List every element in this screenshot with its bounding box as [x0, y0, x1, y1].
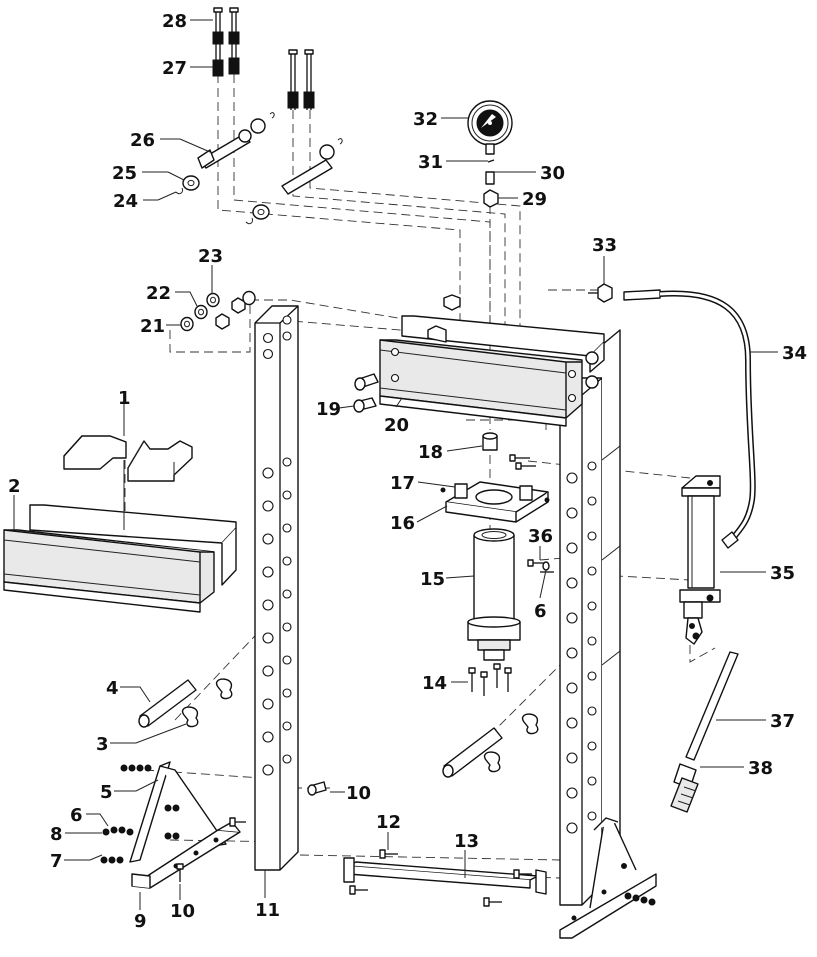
callout-4: 4	[106, 678, 119, 699]
callout-38: 38	[748, 758, 773, 779]
callout-28: 28	[162, 11, 187, 32]
callout-12: 12	[376, 812, 401, 833]
cylinder-bolts	[468, 663, 512, 696]
callout-24: 24	[113, 191, 138, 212]
hydraulic-cylinder	[467, 528, 521, 661]
bed-channels	[3, 504, 237, 613]
leader-lines	[13, 19, 778, 910]
callout-6a: 6	[70, 805, 83, 826]
callout-labels: 28 27 26 25 24 32 31 30 29 33 34 35 37 3…	[8, 11, 807, 932]
callout-10b: 10	[170, 901, 195, 922]
callout-8: 8	[50, 824, 63, 845]
callout-31: 31	[418, 152, 443, 173]
callout-21: 21	[140, 316, 165, 337]
callout-25: 25	[112, 163, 137, 184]
right-upright	[559, 329, 621, 906]
frame-bolts	[353, 373, 379, 413]
bottom-crossbar	[343, 849, 547, 907]
left-foot	[129, 761, 246, 889]
callout-30: 30	[540, 163, 565, 184]
callout-37: 37	[770, 711, 795, 732]
callout-22: 22	[146, 283, 171, 304]
pressing-blocks	[63, 435, 193, 482]
return-springs	[212, 7, 315, 110]
spring-brackets	[175, 112, 343, 225]
callout-19: 19	[316, 399, 341, 420]
callout-23: 23	[198, 246, 223, 267]
washers-and-nuts	[180, 290, 256, 332]
callout-11: 11	[255, 900, 280, 921]
callout-5: 5	[100, 782, 113, 803]
callout-13: 13	[454, 831, 479, 852]
callout-1: 1	[118, 388, 131, 409]
callout-26: 26	[130, 130, 155, 151]
assembly-guide-lines	[124, 60, 716, 879]
left-upright	[254, 305, 299, 871]
callout-29: 29	[522, 189, 547, 210]
callout-14: 14	[422, 673, 447, 694]
bottom-bolts	[307, 781, 327, 796]
callout-16: 16	[390, 513, 415, 534]
callout-3: 3	[96, 734, 109, 755]
callout-35: 35	[770, 563, 795, 584]
callout-20: 20	[384, 415, 409, 436]
callout-17: 17	[390, 473, 415, 494]
support-pins	[138, 678, 539, 778]
callout-36: 36	[528, 526, 553, 547]
pump-handle	[670, 651, 739, 813]
callout-6b: 6	[534, 601, 547, 622]
callout-27: 27	[162, 58, 187, 79]
callout-2: 2	[8, 476, 21, 497]
hydraulic-pump	[679, 475, 721, 645]
callout-9: 9	[134, 911, 147, 932]
callout-34: 34	[782, 343, 807, 364]
foot-hardware	[100, 764, 180, 864]
right-upright-holes	[566, 461, 597, 834]
right-foot	[559, 817, 657, 939]
callout-18: 18	[418, 442, 443, 463]
left-upright-holes	[262, 457, 292, 776]
top-crossbeam	[379, 294, 605, 427]
ram-saddle	[482, 432, 498, 451]
callout-7: 7	[50, 851, 63, 872]
pressure-gauge-assembly	[467, 100, 513, 208]
cylinder-mounting-plate	[440, 481, 550, 523]
callout-33: 33	[592, 235, 617, 256]
callout-10a: 10	[346, 783, 371, 804]
callout-32: 32	[413, 109, 438, 130]
callout-15: 15	[420, 569, 445, 590]
